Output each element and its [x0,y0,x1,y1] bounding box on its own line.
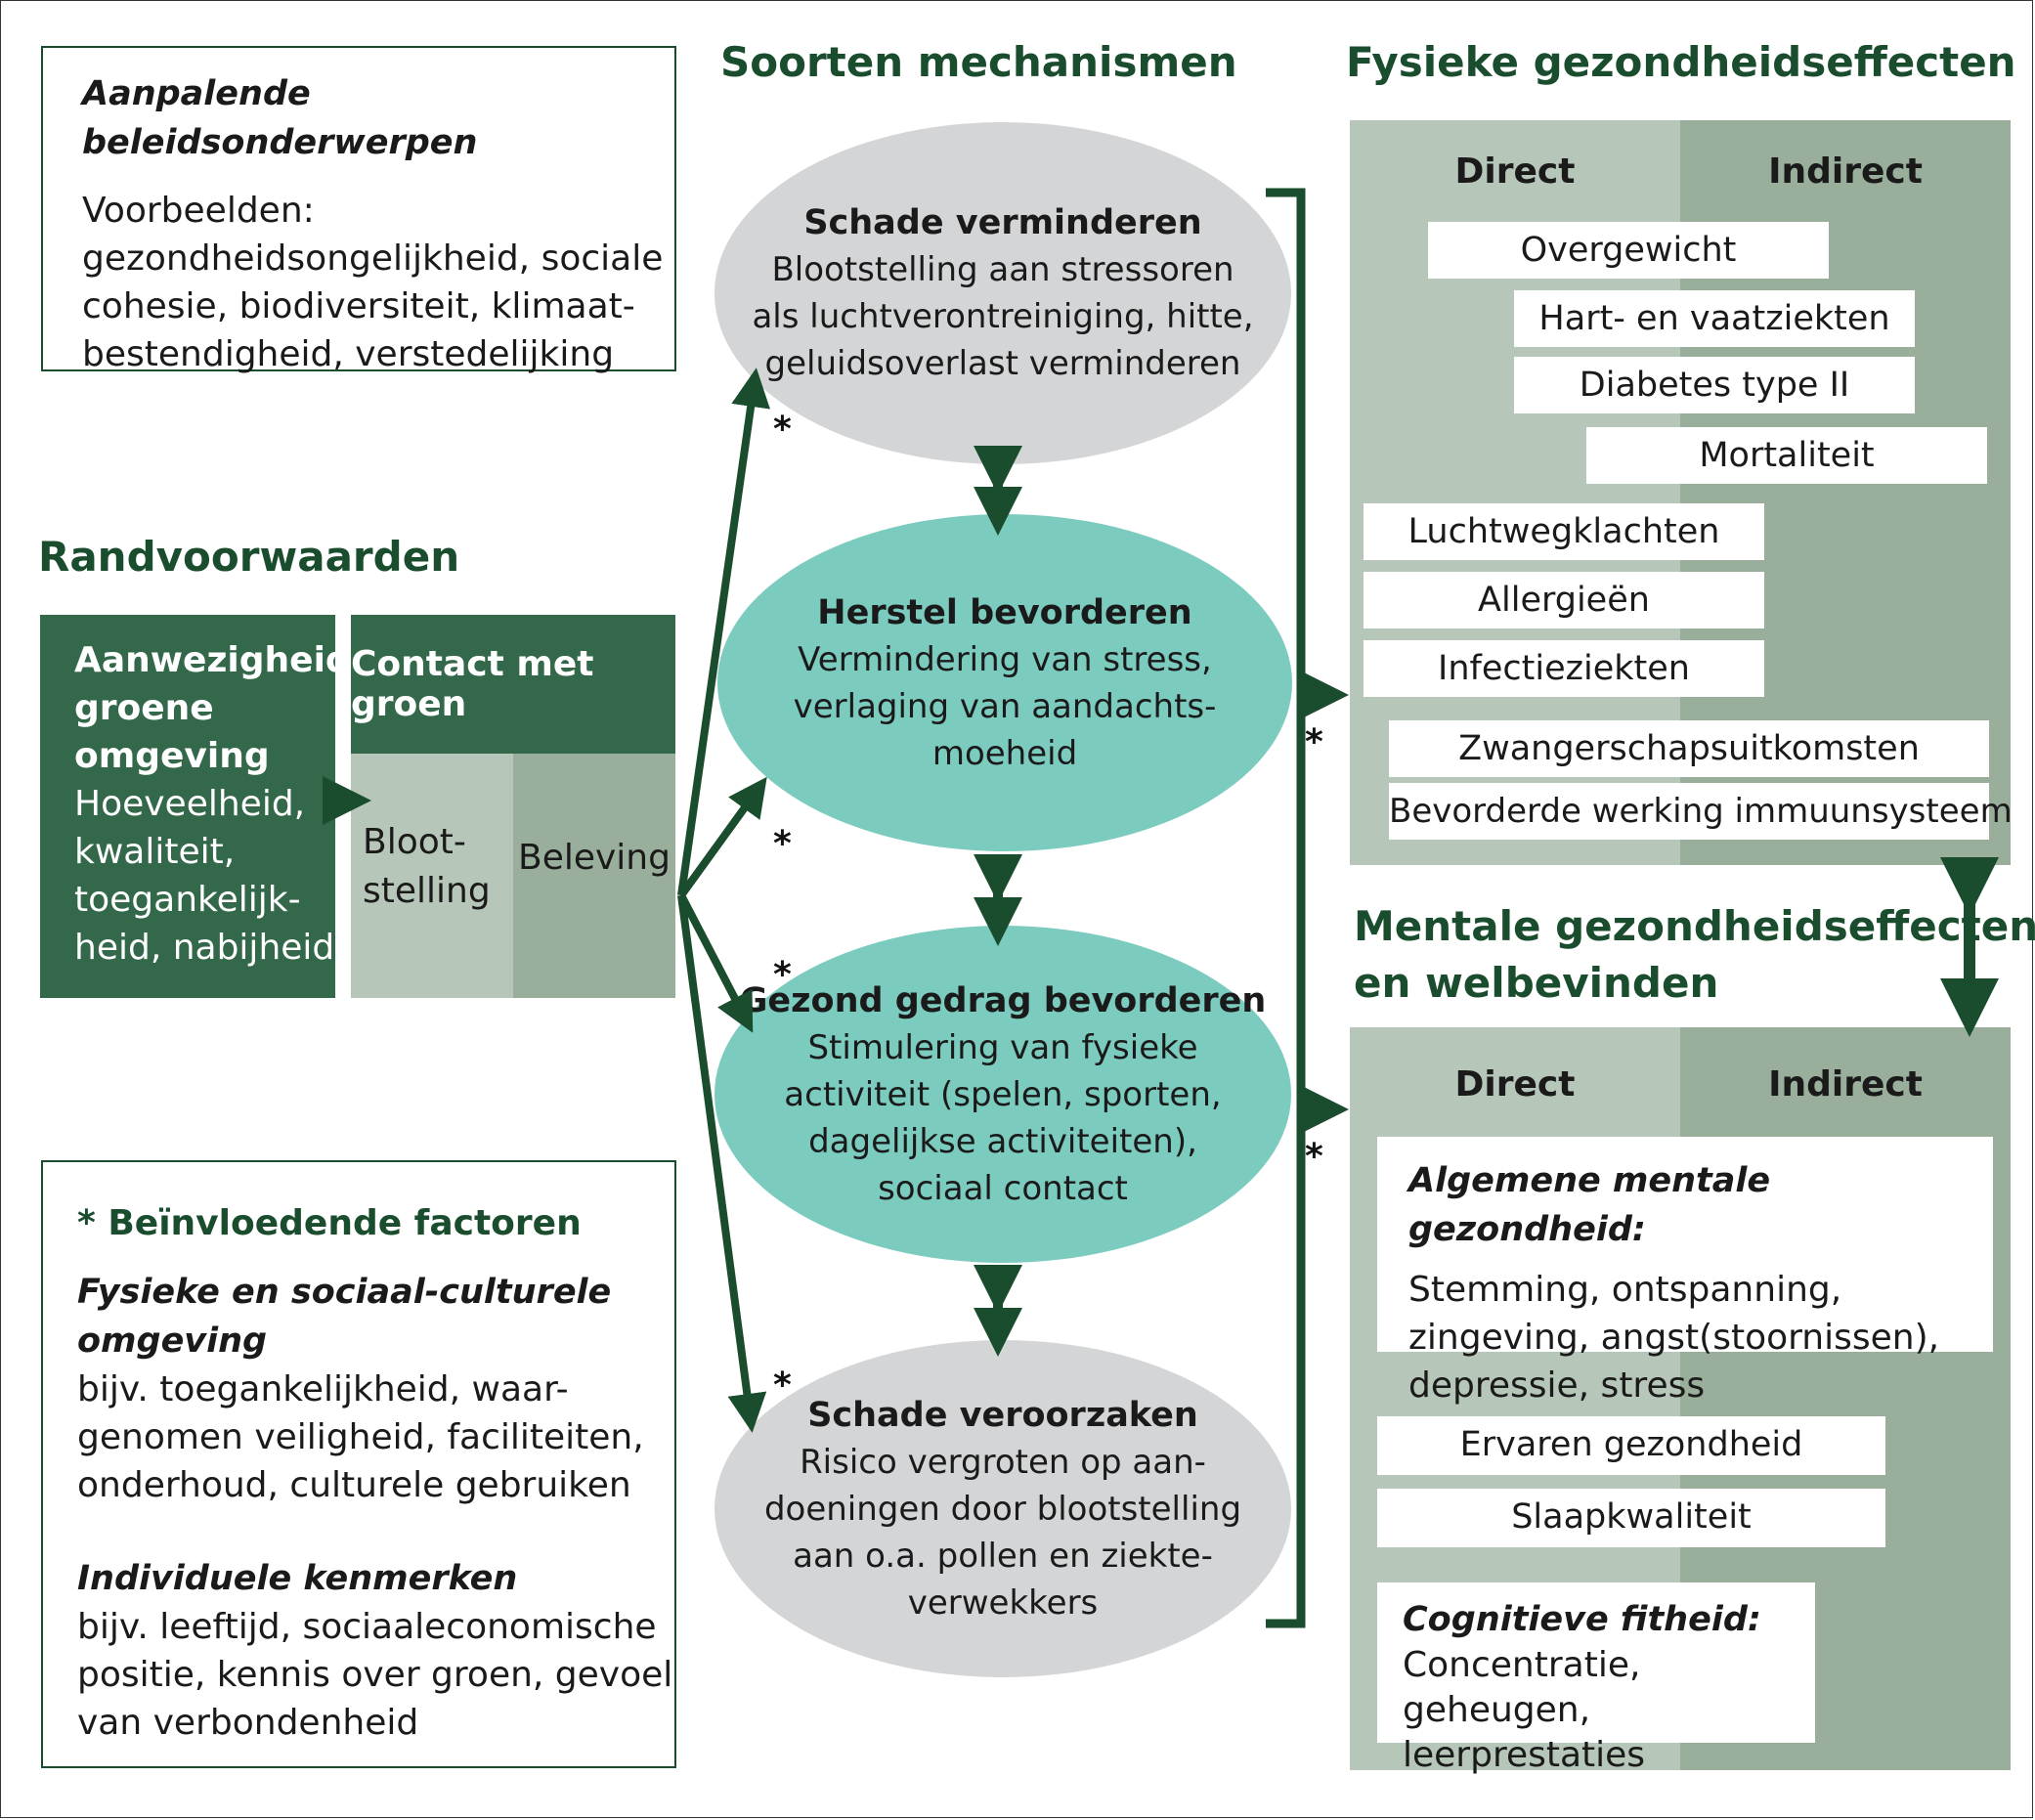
influence-star: * [773,410,792,450]
policy-line: Voorbeelden: [82,191,315,231]
policy-line: bestendigheid, verstedelijking [82,334,615,374]
preconditions-title: Randvoorwaarden [38,533,460,581]
factors-box: * Beïnvloedende factoren Fysieke en soci… [41,1160,676,1768]
physical-effect-item: Diabetes type II [1514,357,1915,413]
connector-arrow [677,368,770,896]
mechanism-title: Herstel bevorderen [817,592,1192,632]
physical-col-direct: Direct [1454,152,1576,192]
cognitive-fitness-line: leerprestaties [1403,1735,1646,1775]
policy-line: cohesie, biodiversiteit, klimaat- [82,286,635,326]
influence-star: * [773,955,792,995]
physical-title: Fysieke gezondheidseffecten [1346,38,2016,86]
presence-title-line: Aanwezigheid [74,640,351,680]
cognitive-fitness-title: Cognitieve fitheid: [1403,1600,1761,1639]
mechanism-line: Vermindering van stress, [798,639,1212,679]
general-mental-health-line: depressie, stress [1408,1365,1706,1406]
policy-box: Aanpalende beleidsonderwerpen Voorbeelde… [41,46,676,374]
policy-title: Aanpalende beleidsonderwerpen [82,74,478,162]
influence-star: * [1305,1137,1323,1177]
factors-physical-line: bijv. toegankelijkheid, waar- [77,1369,569,1409]
mechanism-line: moeheid [931,733,1078,773]
physical-col-indirect: Indirect [1768,152,1923,192]
mechanism-line: Risico vergroten op aan- [800,1442,1206,1482]
connector-arrow [677,893,754,1033]
mental-title-line: Mentale gezondheidseffecten [1354,902,2035,950]
mechanism-title: Schade verminderen [803,203,1202,242]
policy-line: gezondheidsongelijkheid, sociale [82,238,664,279]
influence-star: * [1305,722,1323,762]
mechanism-ellipse-reduce-harm: Schade verminderen Blootstelling aan str… [714,122,1291,464]
exposure-line: Bloot- [363,822,466,862]
mental-col-direct: Direct [1454,1064,1576,1105]
mechanism-line: activiteit (spelen, sporten, [784,1074,1222,1114]
mechanism-line: sociaal contact [878,1168,1128,1208]
physical-effect-item: Mortaliteit [1586,427,1987,484]
mechanism-title: Schade veroorzaken [807,1395,1198,1435]
factors-individual-title: Individuele kenmerken [77,1559,518,1598]
physical-effect-item: Bevorderde werking immuunsysteem [1389,783,2013,840]
presence-detail-line: toegankelijk- [74,880,301,920]
mental-effect-item: Slaapkwaliteit [1377,1489,1885,1547]
physical-effect-item: Infectieziekten [1364,640,1764,697]
presence-detail-line: kwaliteit, [74,832,236,872]
physical-effect-item: Allergieën [1364,572,1764,628]
influence-star: * [773,824,792,864]
presence-title-line: omgeving [74,736,270,776]
mechanism-line: Blootstelling aan stressoren [771,250,1234,289]
presence-detail-line: heid, nabijheid [74,928,335,968]
mechanism-line: dagelijkse activiteiten), [808,1121,1197,1161]
factors-individual-line: positie, kennis over groen, gevoel [77,1655,673,1695]
mechanisms-title: Soorten mechanismen [720,38,1237,86]
general-mental-health-line: Stemming, ontspanning, [1408,1270,1842,1310]
effects-bracket [1266,188,1306,1628]
cognitive-fitness-line: Concentratie, geheugen, [1403,1645,1641,1730]
contact-title: Contact met groen [351,644,594,724]
physical-effect-item: Overgewicht [1428,222,1829,279]
physical-effect-item: Hart- en vaatziekten [1514,290,1915,347]
general-mental-health-title: Algemene mentale gezondheid: [1408,1161,1771,1249]
presence-detail-line: Hoeveelheid, [74,784,306,824]
influence-star: * [773,1365,792,1406]
connector-arrow [677,776,767,898]
experience-cell: Beleving [513,754,675,998]
mechanism-line: aan o.a. pollen en ziekte- [793,1536,1213,1576]
cognitive-fitness-box: Cognitieve fitheid: Concentratie, geheug… [1377,1582,1815,1775]
mechanism-line: doeningen door blootstelling [763,1489,1242,1529]
mechanism-title: Gezond gedrag bevorderen [739,980,1267,1020]
factors-physical-line: onderhoud, culturele gebruiken [77,1465,631,1505]
physical-effect-item: Luchtwegklachten [1364,503,1764,560]
mechanism-ellipse-restoration: Herstel bevorderen Vermindering van stre… [717,514,1292,851]
mental-effect-item: Ervaren gezondheid [1377,1416,1885,1475]
mechanism-ellipse-healthy-behaviour: Gezond gedrag bevorderen Stimulering van… [714,926,1291,1263]
factors-physical-line: genomen veiligheid, faciliteiten, [77,1417,644,1457]
connector-arrow [677,894,767,1433]
physical-effect-item: Zwangerschapsuitkomsten [1389,720,1989,777]
exposure-line: stelling [363,871,491,911]
contact-header: Contact met groen [351,615,675,754]
general-mental-health-box: Algemene mentale gezondheid: Stemming, o… [1377,1137,1993,1406]
mechanism-line: geluidsoverlast verminderen [764,344,1241,383]
factors-physical-title: Fysieke en sociaal-culturele omgeving [77,1273,612,1361]
experience-label: Beleving [518,838,671,878]
mechanism-ellipse-cause-harm: Schade veroorzaken Risico vergroten op a… [714,1340,1291,1677]
mental-col-indirect: Indirect [1768,1064,1923,1105]
factors-individual-line: van verbondenheid [77,1703,419,1743]
exposure-cell: Bloot- stelling [351,754,513,998]
mechanism-line: als luchtverontreiniging, hitte, [752,297,1254,336]
presence-box: Aanwezigheid groene omgeving Hoeveelheid… [40,615,351,998]
presence-title-line: groene [74,688,214,728]
mechanism-line: verwekkers [907,1582,1099,1623]
factors-title: * Beïnvloedende factoren [77,1203,582,1243]
mechanism-line: verlaging van aandachts- [793,686,1217,726]
general-mental-health-line: zingeving, angst(stoornissen), [1408,1318,1940,1358]
mental-title-line: en welbevinden [1354,959,1719,1007]
factors-individual-line: bijv. leeftijd, sociaaleconomische [77,1607,657,1647]
mechanism-line: Stimulering van fysieke [807,1027,1198,1067]
